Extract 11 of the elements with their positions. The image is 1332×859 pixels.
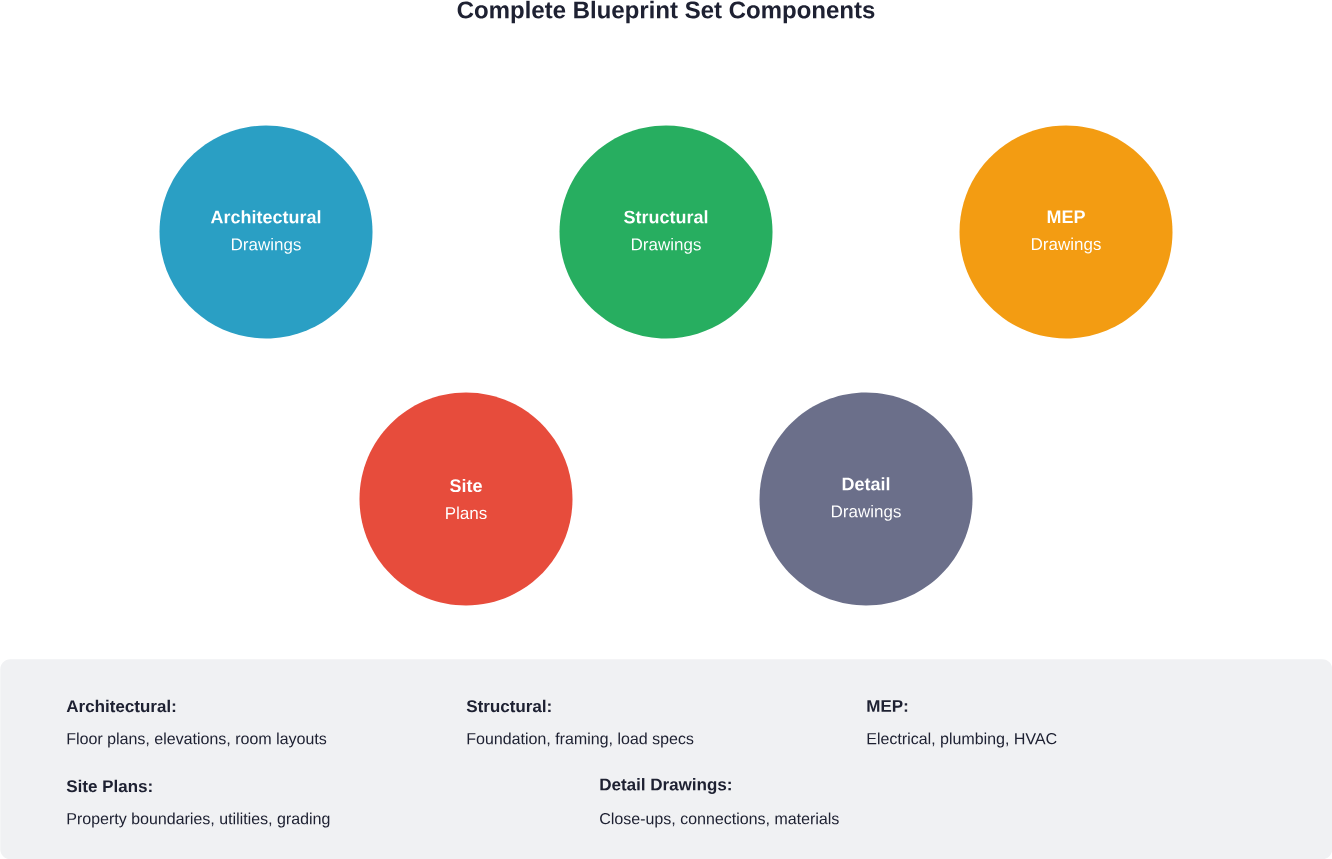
category-heading: Site Plans: xyxy=(66,779,152,793)
title: Complete Blueprint Set Components xyxy=(457,0,875,24)
category-description: Electrical, plumbing, HVAC xyxy=(867,732,1057,748)
category-description: Property boundaries, utilities, grading xyxy=(67,812,330,828)
category-heading: Architectural: xyxy=(66,699,176,713)
category-heading: MEP: xyxy=(867,700,908,712)
category-description: Close-ups, connections, materials xyxy=(600,812,839,828)
category-heading: Structural: xyxy=(466,699,551,713)
category-description: Floor plans, elevations, room layouts xyxy=(67,732,327,748)
category-description: Foundation, framing, load specs xyxy=(467,732,694,748)
category-heading: Detail Drawings: xyxy=(600,778,731,794)
